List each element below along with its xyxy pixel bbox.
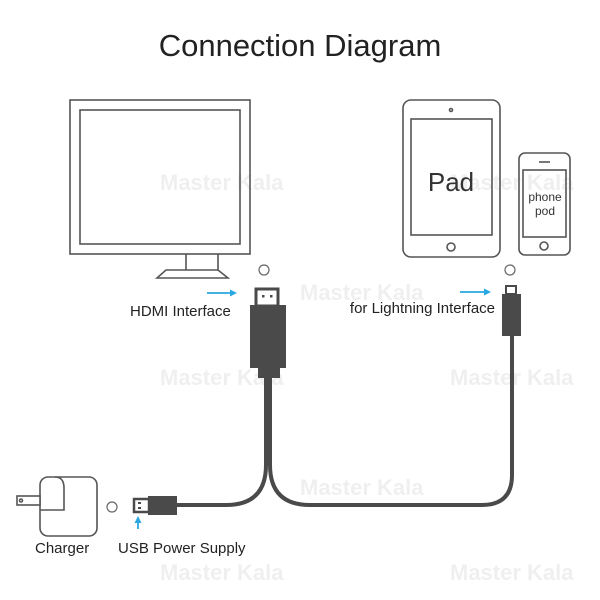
watermark: Master Kala: [450, 560, 574, 585]
arrow-head: [484, 288, 491, 296]
connection-point-icon: [504, 264, 516, 276]
lightning-label: for Lightning Interface: [350, 300, 495, 317]
hdmi-connector-icon: [250, 287, 286, 378]
page-title: Connection Diagram: [159, 28, 442, 63]
watermark: Master Kala: [160, 170, 284, 195]
usb-connector-icon: [132, 496, 177, 515]
connection-point-icon: [106, 501, 118, 513]
charger-label: Charger: [35, 540, 89, 557]
tablet-icon: [402, 99, 501, 258]
lightning-connector-icon: [502, 285, 521, 336]
usb-label: USB Power Supply: [118, 540, 246, 557]
arrows: [134, 288, 491, 529]
hdmi-label: HDMI Interface: [130, 303, 231, 320]
tablet-label: Pad: [428, 167, 474, 197]
watermark: Master Kala: [450, 170, 574, 195]
charger-icon: [16, 476, 98, 537]
connection-point-icon: [258, 264, 270, 276]
phone-label-line2: pod: [535, 204, 555, 218]
cable: [176, 336, 514, 507]
phone-label-line1: phone: [528, 190, 562, 204]
watermark: Master Kala: [300, 475, 424, 500]
phone-icon: [518, 152, 571, 256]
watermark: Master Kala: [300, 280, 424, 305]
arrow-head: [230, 289, 237, 297]
arrow-head: [134, 516, 142, 523]
tv-monitor-icon: [69, 99, 251, 279]
watermark: Master Kala: [160, 560, 284, 585]
